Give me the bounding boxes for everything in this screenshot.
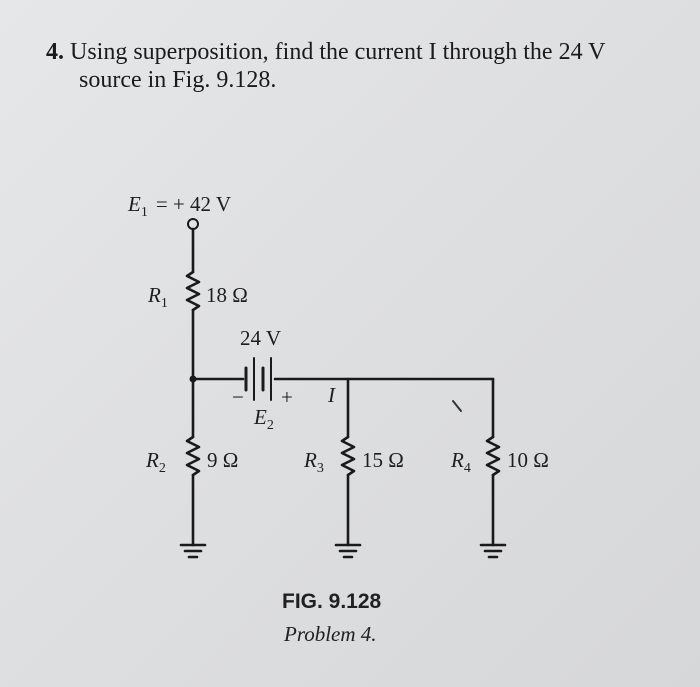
r2-subscript: 2 [159, 461, 166, 476]
problem-text-line1: Using superposition, find the current I … [70, 39, 606, 65]
e1-terminal [187, 218, 199, 230]
svg-text:E2: E2 [253, 405, 274, 433]
r3-label: R [303, 448, 317, 472]
e1-label: E [127, 192, 141, 216]
ground-symbol-r3 [334, 543, 362, 559]
current-label: I [327, 383, 336, 407]
r1-resistor [185, 270, 201, 312]
e2-minus-sign: − [232, 385, 244, 409]
r4-subscript: 4 [464, 461, 471, 476]
problem-text-line2: source in Fig. 9.128. [79, 67, 277, 93]
junction-node [189, 375, 197, 383]
e2-label: E [253, 405, 267, 429]
e1-value: = + 42 V [156, 192, 231, 216]
r1-value: 18 Ω [206, 283, 248, 307]
svg-text:R3: R3 [303, 448, 324, 476]
r4-value: 10 Ω [507, 448, 549, 472]
r4-label: R [450, 448, 464, 472]
figure-subtitle: Problem 4. [284, 622, 377, 646]
r2-resistor [185, 435, 201, 477]
r3-subscript: 3 [317, 461, 324, 476]
r1-label: R [147, 283, 161, 307]
r3-value: 15 Ω [362, 448, 404, 472]
figure-title: FIG. 9.128 [282, 590, 382, 613]
r2-label: R [145, 448, 159, 472]
problem-statement: 4. Using superposition, find the current… [46, 38, 686, 94]
ground-symbol-r4 [479, 543, 507, 559]
pencil-mark [452, 400, 462, 412]
r1-subscript: 1 [161, 296, 168, 311]
svg-text:R1: R1 [147, 283, 168, 311]
e2-subscript: 2 [267, 418, 274, 433]
e2-battery [244, 357, 272, 401]
e2-plus-sign: + [281, 385, 293, 409]
svg-text:R2: R2 [145, 448, 166, 476]
svg-text:E1= + 42 V: E1 = + 42 V [127, 192, 231, 220]
r4-resistor [485, 435, 501, 477]
r2-value: 9 Ω [207, 448, 238, 472]
ground-symbol-r2 [179, 543, 207, 559]
e2-value: 24 V [240, 326, 281, 350]
r3-resistor [340, 435, 356, 477]
problem-number: 4. [46, 39, 64, 65]
e1-subscript: 1 [141, 205, 148, 220]
svg-text:R4: R4 [450, 448, 471, 476]
